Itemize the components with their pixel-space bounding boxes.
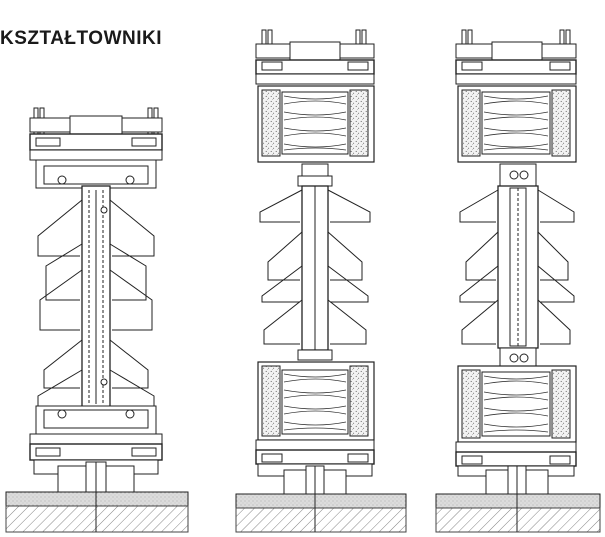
left-ribs [37, 199, 83, 408]
left-ribs [459, 189, 499, 345]
bottom-insulation-panel [257, 361, 375, 441]
mullion [297, 163, 333, 361]
base [235, 493, 407, 533]
bottom-insulation-panel [457, 365, 577, 443]
bottom-frame [255, 439, 375, 495]
top-frame [255, 41, 375, 85]
section-a [5, 107, 189, 533]
section-b [235, 29, 407, 533]
right-ribs [537, 189, 575, 345]
right-ribs [327, 189, 371, 345]
mullion-with-glazing [497, 163, 539, 369]
right-ribs [109, 199, 155, 408]
top-insulation-panel [457, 85, 577, 163]
base [5, 491, 189, 533]
top-insulation-panel [257, 85, 375, 163]
base [435, 493, 601, 533]
bottom-frame [29, 405, 163, 493]
mullion [81, 185, 111, 409]
left-ribs [259, 189, 303, 345]
section-c [435, 29, 601, 533]
top-frame [455, 41, 577, 85]
page-title: KSZTAŁTOWNIKI [0, 28, 162, 49]
bottom-frame [455, 441, 577, 495]
top-frame [29, 115, 163, 189]
